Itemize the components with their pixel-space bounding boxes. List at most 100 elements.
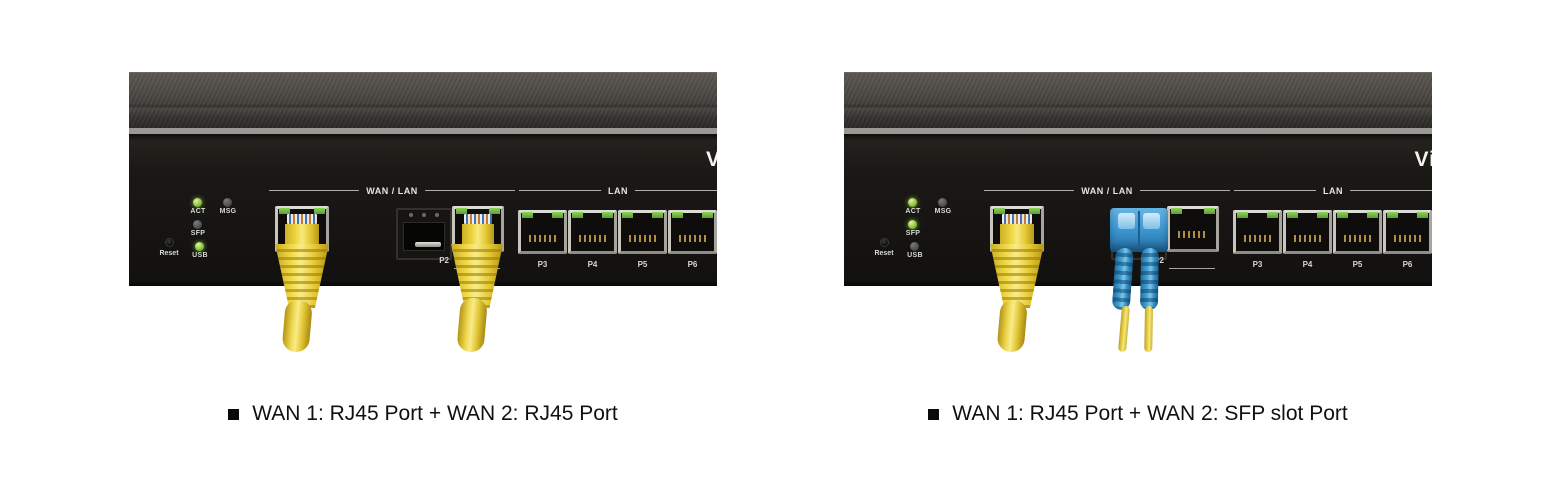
wan-lan-group-label: WAN / LAN [1081,185,1133,196]
divider-line [635,190,717,191]
port-led-tab [1317,212,1328,218]
reset-button [880,238,889,247]
fiber-cable [1144,305,1153,353]
port-led-tab [672,212,683,218]
bullet-icon [228,408,240,420]
lan-port-p4-label: P4 [587,260,598,269]
lc-latch [1118,213,1135,229]
divider-line [269,190,360,191]
sfp-led-label: SFP [190,230,206,237]
act-led [908,198,917,207]
msg-led-label: MSG [934,208,952,215]
port-led-tab [702,212,713,218]
lan-port-p5 [618,210,667,254]
port-led-tab [456,208,467,214]
port-led-tab [622,212,633,218]
wan-lan-group-header: WAN / LAN [269,185,515,196]
lan-port-p6-label: P6 [1402,260,1413,269]
lan-port-p3-label: P3 [537,260,548,269]
usb-led-label: USB [907,252,923,259]
divider-line [1234,190,1316,191]
caption-dual-rj45: WAN 1: RJ45 Port + WAN 2: RJ45 Port [129,401,717,427]
lc-duplex-connector [1110,208,1168,252]
bullet-icon [928,408,940,420]
port2-label: P2 [439,256,449,265]
lan-port-p4 [568,210,617,254]
port-led-tab [279,208,290,214]
lc-latch [1143,213,1160,229]
chassis-top [129,72,717,128]
lan-port-p3 [518,210,567,254]
port-led-tab [1387,212,1398,218]
port-led-tab [1029,208,1040,214]
port-led-tab [1267,212,1278,218]
router-photo-rj45-sfp: ACT MSG SFP USB Reset WAN / LAN LAN [844,72,1432,353]
caption-text: WAN 1: RJ45 Port + WAN 2: SFP slot Port [952,402,1348,425]
rj45-plug-contacts [287,214,317,224]
lan-port-p6 [1383,210,1432,254]
port-led-tab [489,208,500,214]
lan-group-label: LAN [608,185,628,196]
brand-logo-text: Vi [1414,148,1432,171]
msg-led [938,198,947,207]
port2-label: P2 [1154,256,1164,265]
port-led-tab [1417,212,1428,218]
lan-group-header: LAN [519,185,717,196]
act-led-label: ACT [905,208,921,215]
cable-boot [275,244,329,308]
usb-led [910,242,919,251]
router-photo-dual-rj45: ACT MSG SFP USB Reset WAN / LAN LAN [129,72,717,353]
divider-line [1139,190,1230,191]
chassis-edge [844,128,1432,134]
act-led [193,198,202,207]
lan-port-p4 [1283,210,1332,254]
port-led-tab [1237,212,1248,218]
chassis-bottom [844,280,1432,286]
divider-line [984,190,1075,191]
act-led-label: ACT [190,208,206,215]
cable-cord [456,296,488,353]
rj45-pins [1394,235,1421,242]
port-led-tab [1171,208,1182,214]
port2-underline [1169,268,1215,269]
rj45-pins [579,235,606,242]
rj45-pins [1294,235,1321,242]
usb-led-label: USB [192,252,208,259]
lan-port-p6 [668,210,717,254]
rj45-pins [679,235,706,242]
chassis-bottom [129,280,717,286]
lan-port-p3 [1233,210,1282,254]
port-led-tab [1337,212,1348,218]
port-led-tab [1287,212,1298,218]
msg-led [223,198,232,207]
port-led-tab [652,212,663,218]
chassis-edge [129,128,717,134]
rj45-pins [1178,231,1208,238]
sfp-cage-screws [398,213,450,217]
caption-rj45-sfp: WAN 1: RJ45 Port + WAN 2: SFP slot Port [844,401,1432,427]
cable-cord [996,298,1028,353]
reset-label: Reset [159,250,179,257]
port-led-tab [572,212,583,218]
lan-group-label: LAN [1323,185,1343,196]
rj45-plug-contacts [1002,214,1032,224]
rj45-pins [1244,235,1271,242]
wan-lan-group-label: WAN / LAN [366,185,418,196]
sfp-cage-opening [403,222,445,251]
fiber-boot [1139,247,1159,311]
front-panel: ACT MSG SFP USB Reset WAN / LAN LAN [844,134,1432,280]
lan-port-p5 [1333,210,1382,254]
wan-lan-group-header: WAN / LAN [984,185,1230,196]
port-led-tab [1367,212,1378,218]
front-panel: ACT MSG SFP USB Reset WAN / LAN LAN [129,134,717,280]
sfp-led [908,220,917,229]
port-led-tab [522,212,533,218]
rj45-pins [1344,235,1371,242]
brand-logo-text: V [705,148,717,171]
lan-port-p4-label: P4 [1302,260,1313,269]
reset-label: Reset [874,250,894,257]
port-led-tab [602,212,613,218]
divider-line [424,190,515,191]
divider-line [519,190,601,191]
